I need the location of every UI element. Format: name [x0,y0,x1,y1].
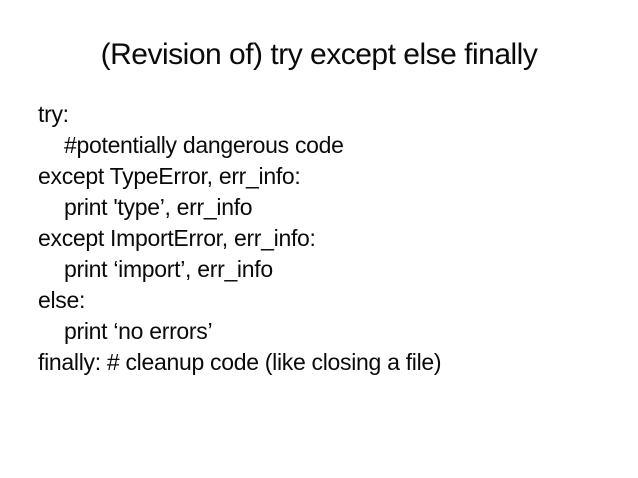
code-line-else: else: [38,286,86,313]
code-line-print-import: print ‘import’, err_info [64,255,273,282]
code-line-try: try: [38,100,69,127]
code-line-print-type: print 'type’, err_info [64,193,253,220]
code-block: try: #potentially dangerous code except … [38,99,638,378]
code-line-print-no-errors: print ‘no errors’ [64,317,213,344]
slide-title: (Revision of) try except else finally [100,38,538,71]
code-line-except-typeerror: except TypeError, err_info: [38,162,301,189]
code-line-finally: finally: # cleanup code (like closing a … [38,348,442,375]
code-line-comment: #potentially dangerous code [64,131,344,158]
code-line-except-importerror: except ImportError, err_info: [38,224,316,251]
